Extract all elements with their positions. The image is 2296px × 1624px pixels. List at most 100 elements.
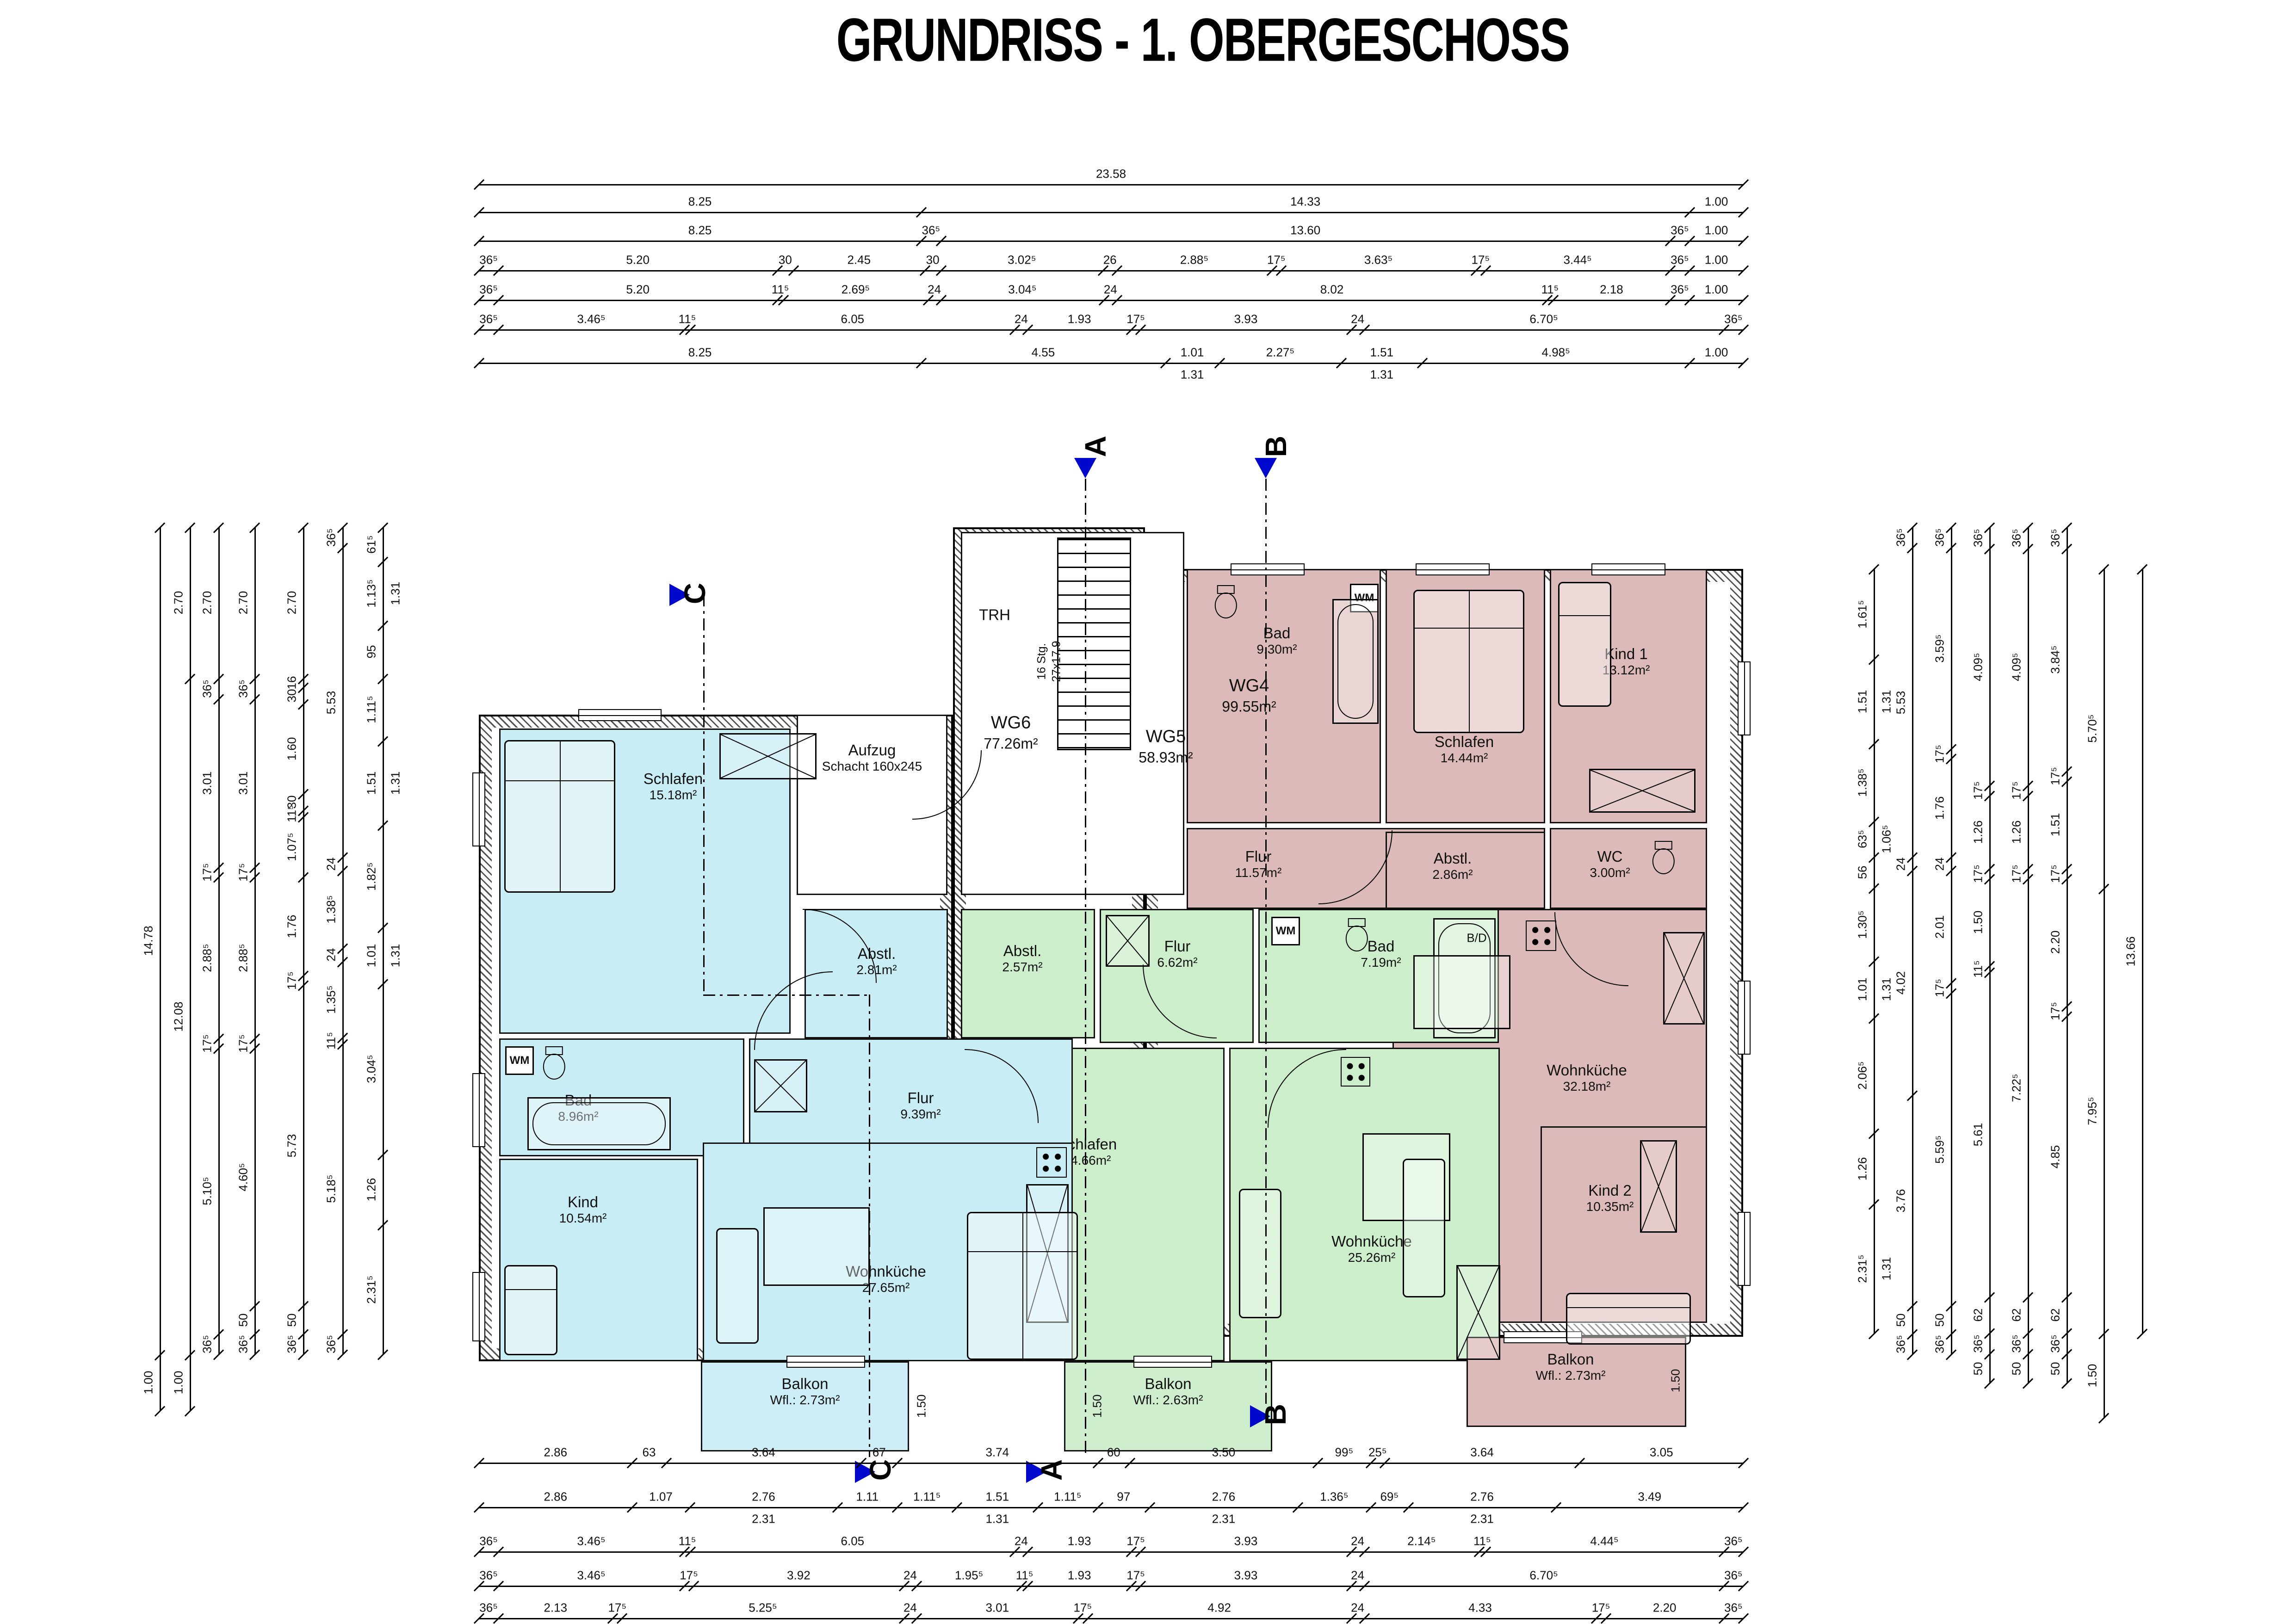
room-name: Abstl. bbox=[1433, 849, 1472, 867]
dimension-value: 1.50 bbox=[1971, 910, 1985, 934]
dimension-subvalue: 2.31 bbox=[1212, 1512, 1236, 1526]
room-area: 32.18m² bbox=[1563, 1079, 1611, 1093]
washing-machine-icon: WM bbox=[1271, 917, 1300, 945]
dim-chain-bottom-5 bbox=[479, 1618, 1743, 1619]
dimension-value: 24 bbox=[1932, 857, 1947, 871]
room-area: 8.96m² bbox=[558, 1109, 599, 1124]
sofa-icon bbox=[1403, 1159, 1445, 1297]
dimension-value: 2.70 bbox=[171, 591, 186, 615]
dimension-value: 4.55 bbox=[1031, 345, 1055, 359]
room-wg4-kind-1 bbox=[1550, 569, 1707, 823]
bed-headline bbox=[1567, 1307, 1690, 1308]
dimension-value: 5.70⁵ bbox=[2085, 714, 2099, 743]
section-line bbox=[703, 594, 705, 994]
dimension-value: 1.13⁵ bbox=[364, 579, 378, 608]
dimension-value: 1.51 bbox=[1855, 690, 1869, 714]
dimension-value: 60 bbox=[1107, 1445, 1120, 1459]
dimension-value: 50 bbox=[285, 1313, 299, 1327]
annotation-99-55m-: 99.55m² bbox=[1222, 698, 1276, 715]
dim-chain-left-5 bbox=[303, 527, 304, 1354]
dimension-value: 2.14⁵ bbox=[1407, 1534, 1436, 1548]
single-bed-icon bbox=[504, 1265, 557, 1355]
dim-chain-right-8 bbox=[2142, 569, 2143, 1334]
dimension-value: 2.27⁵ bbox=[1266, 345, 1295, 359]
dimension-value: 2.76 bbox=[1212, 1489, 1236, 1504]
dimension-value: 12.08 bbox=[171, 1001, 186, 1032]
dimension-value: 11⁵ bbox=[324, 1031, 338, 1050]
dining-table-icon bbox=[1362, 1133, 1450, 1221]
dimension-value: 17⁵ bbox=[285, 971, 299, 990]
room-name: TRH bbox=[979, 606, 1010, 624]
bathtub-icon bbox=[1433, 918, 1496, 1038]
room-area: 3.00m² bbox=[1590, 865, 1630, 880]
dimension-value: 2.76 bbox=[1470, 1489, 1494, 1504]
dimension-value: 4.85 bbox=[2048, 1145, 2062, 1168]
dimension-value: 2.31⁵ bbox=[1855, 1254, 1869, 1283]
dimension-value: 36⁵ bbox=[236, 679, 250, 698]
dimension-value: 36⁵ bbox=[1932, 1335, 1947, 1353]
annotation-b-d: B/D bbox=[1467, 931, 1487, 945]
room-name: Kind 1 bbox=[1604, 645, 1648, 662]
room-label-wg4-abstl-: Abstl.2.86m² bbox=[1432, 850, 1473, 882]
dimension-value: 67 bbox=[872, 1445, 886, 1459]
dimension-value: 50 bbox=[2048, 1362, 2062, 1376]
toilet-icon bbox=[541, 1046, 567, 1080]
stove-icon bbox=[1036, 1147, 1067, 1178]
dimension-value: 24 bbox=[1351, 1568, 1365, 1582]
section-marker-letter-b: B bbox=[1259, 1403, 1292, 1426]
window bbox=[1591, 563, 1665, 575]
dimension-value: 63⁵ bbox=[1855, 830, 1869, 849]
dimension-value: 36⁵ bbox=[1894, 1335, 1908, 1353]
dimension-value: 1.00 bbox=[1704, 282, 1728, 296]
room-area: Schacht 160x245 bbox=[822, 759, 922, 773]
dimension-value: 1.00 bbox=[171, 1371, 186, 1395]
room-area: 10.35m² bbox=[1586, 1199, 1634, 1214]
room-wg4-balkon bbox=[1467, 1337, 1686, 1427]
room-label-wg5-abstl-: Abstl.2.57m² bbox=[1002, 942, 1042, 974]
x-cross-icon bbox=[1458, 1266, 1499, 1358]
dimension-value: 36⁵ bbox=[200, 1335, 214, 1353]
section-marker-letter-a: A bbox=[1079, 435, 1112, 457]
dimension-value: 36⁵ bbox=[1724, 1568, 1743, 1582]
window-glass-line bbox=[1504, 1337, 1581, 1338]
dimension-value: 1.00 bbox=[1704, 253, 1728, 267]
dimension-value: 1.00 bbox=[1704, 223, 1728, 237]
dimension-value: 3.76 bbox=[1894, 1189, 1908, 1213]
window bbox=[1738, 981, 1751, 1055]
dimension-value: 4.44⁵ bbox=[1590, 1534, 1619, 1548]
dimension-value: 3.93 bbox=[1234, 312, 1258, 326]
dimension-value: 4.92 bbox=[1207, 1600, 1231, 1615]
dim-chain-right-7 bbox=[2104, 569, 2105, 1418]
dimension-value: 7.22⁵ bbox=[2009, 1074, 2024, 1102]
room-label-common-trh: TRH bbox=[979, 606, 1010, 624]
dimension-value: 2.76 bbox=[752, 1489, 775, 1504]
annotation-wg4: WG4 bbox=[1229, 676, 1269, 696]
dimension-value: 24 bbox=[1014, 312, 1028, 326]
room-area: 14.44m² bbox=[1440, 750, 1488, 765]
dimension-value: 2.45 bbox=[847, 253, 871, 267]
dimension-value: 11⁵ bbox=[1971, 960, 1985, 978]
dimension-value: 4.09⁵ bbox=[1971, 653, 1985, 681]
dimension-value: 17⁵ bbox=[1591, 1600, 1610, 1615]
dimension-value: 36⁵ bbox=[2009, 528, 2024, 547]
dimension-value: 36⁵ bbox=[1724, 312, 1743, 326]
dimension-value: 3.50 bbox=[1212, 1445, 1236, 1459]
section-line bbox=[1265, 479, 1267, 1404]
drawing-title: GRUNDRISS - 1. OBERGESCHOSS bbox=[836, 6, 1570, 74]
dimension-value: 3.46⁵ bbox=[577, 1568, 606, 1582]
dimension-value: 2.20 bbox=[2048, 931, 2062, 954]
dimension-value: 36⁵ bbox=[200, 679, 214, 698]
dimension-value: 1.76 bbox=[285, 914, 299, 938]
dimension-value: 50 bbox=[1932, 1313, 1947, 1327]
room-name: Wohnküche bbox=[1547, 1061, 1627, 1079]
dimension-value: 1.01 bbox=[364, 944, 378, 968]
window-glass-line bbox=[1134, 1362, 1211, 1363]
toilet-bowl bbox=[1345, 925, 1368, 951]
x-cross-icon bbox=[1027, 1186, 1067, 1321]
dimension-value: 2.70 bbox=[285, 591, 299, 615]
dimension-value: 36⁵ bbox=[285, 1335, 299, 1353]
bed-splitline bbox=[560, 741, 561, 891]
